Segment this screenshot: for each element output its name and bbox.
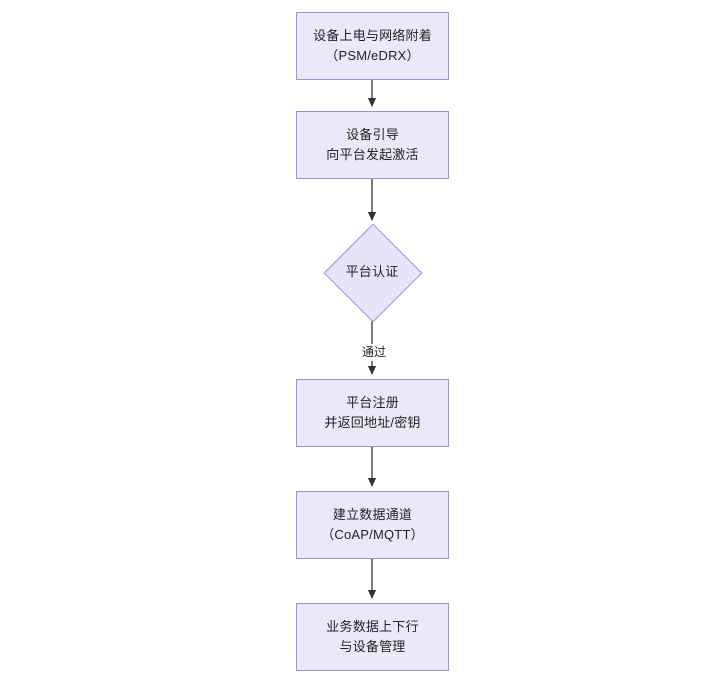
node-label-line: 建立数据通道	[332, 507, 413, 522]
node-label-line: 设备引导	[346, 127, 399, 142]
node-label-line: （CoAP/MQTT）	[321, 527, 424, 542]
node-data-channel[interactable]: 建立数据通道 （CoAP/MQTT）	[296, 491, 449, 559]
node-label-line: 与设备管理	[339, 639, 406, 654]
edge-label-pass: 通过	[357, 344, 391, 361]
node-platform-registration[interactable]: 平台注册 并返回地址/密钥	[296, 379, 449, 447]
node-device-bootstrap[interactable]: 设备引导 向平台发起激活	[296, 111, 449, 179]
node-platform-authentication[interactable]: 平台认证	[297, 197, 447, 347]
node-device-power-on[interactable]: 设备上电与网络附着 （PSM/eDRX）	[296, 12, 449, 80]
node-label-line: 业务数据上下行	[326, 619, 419, 634]
node-label-line: 向平台发起激活	[326, 147, 419, 162]
node-label-line: 并返回地址/密钥	[324, 415, 421, 430]
node-service-data-and-device-management[interactable]: 业务数据上下行 与设备管理	[296, 603, 449, 671]
node-label-line: 平台注册	[346, 395, 399, 410]
node-label-line: （PSM/eDRX）	[325, 48, 420, 63]
node-label-line: 设备上电与网络附着	[313, 28, 432, 43]
node-label-line: 平台认证	[345, 264, 399, 279]
